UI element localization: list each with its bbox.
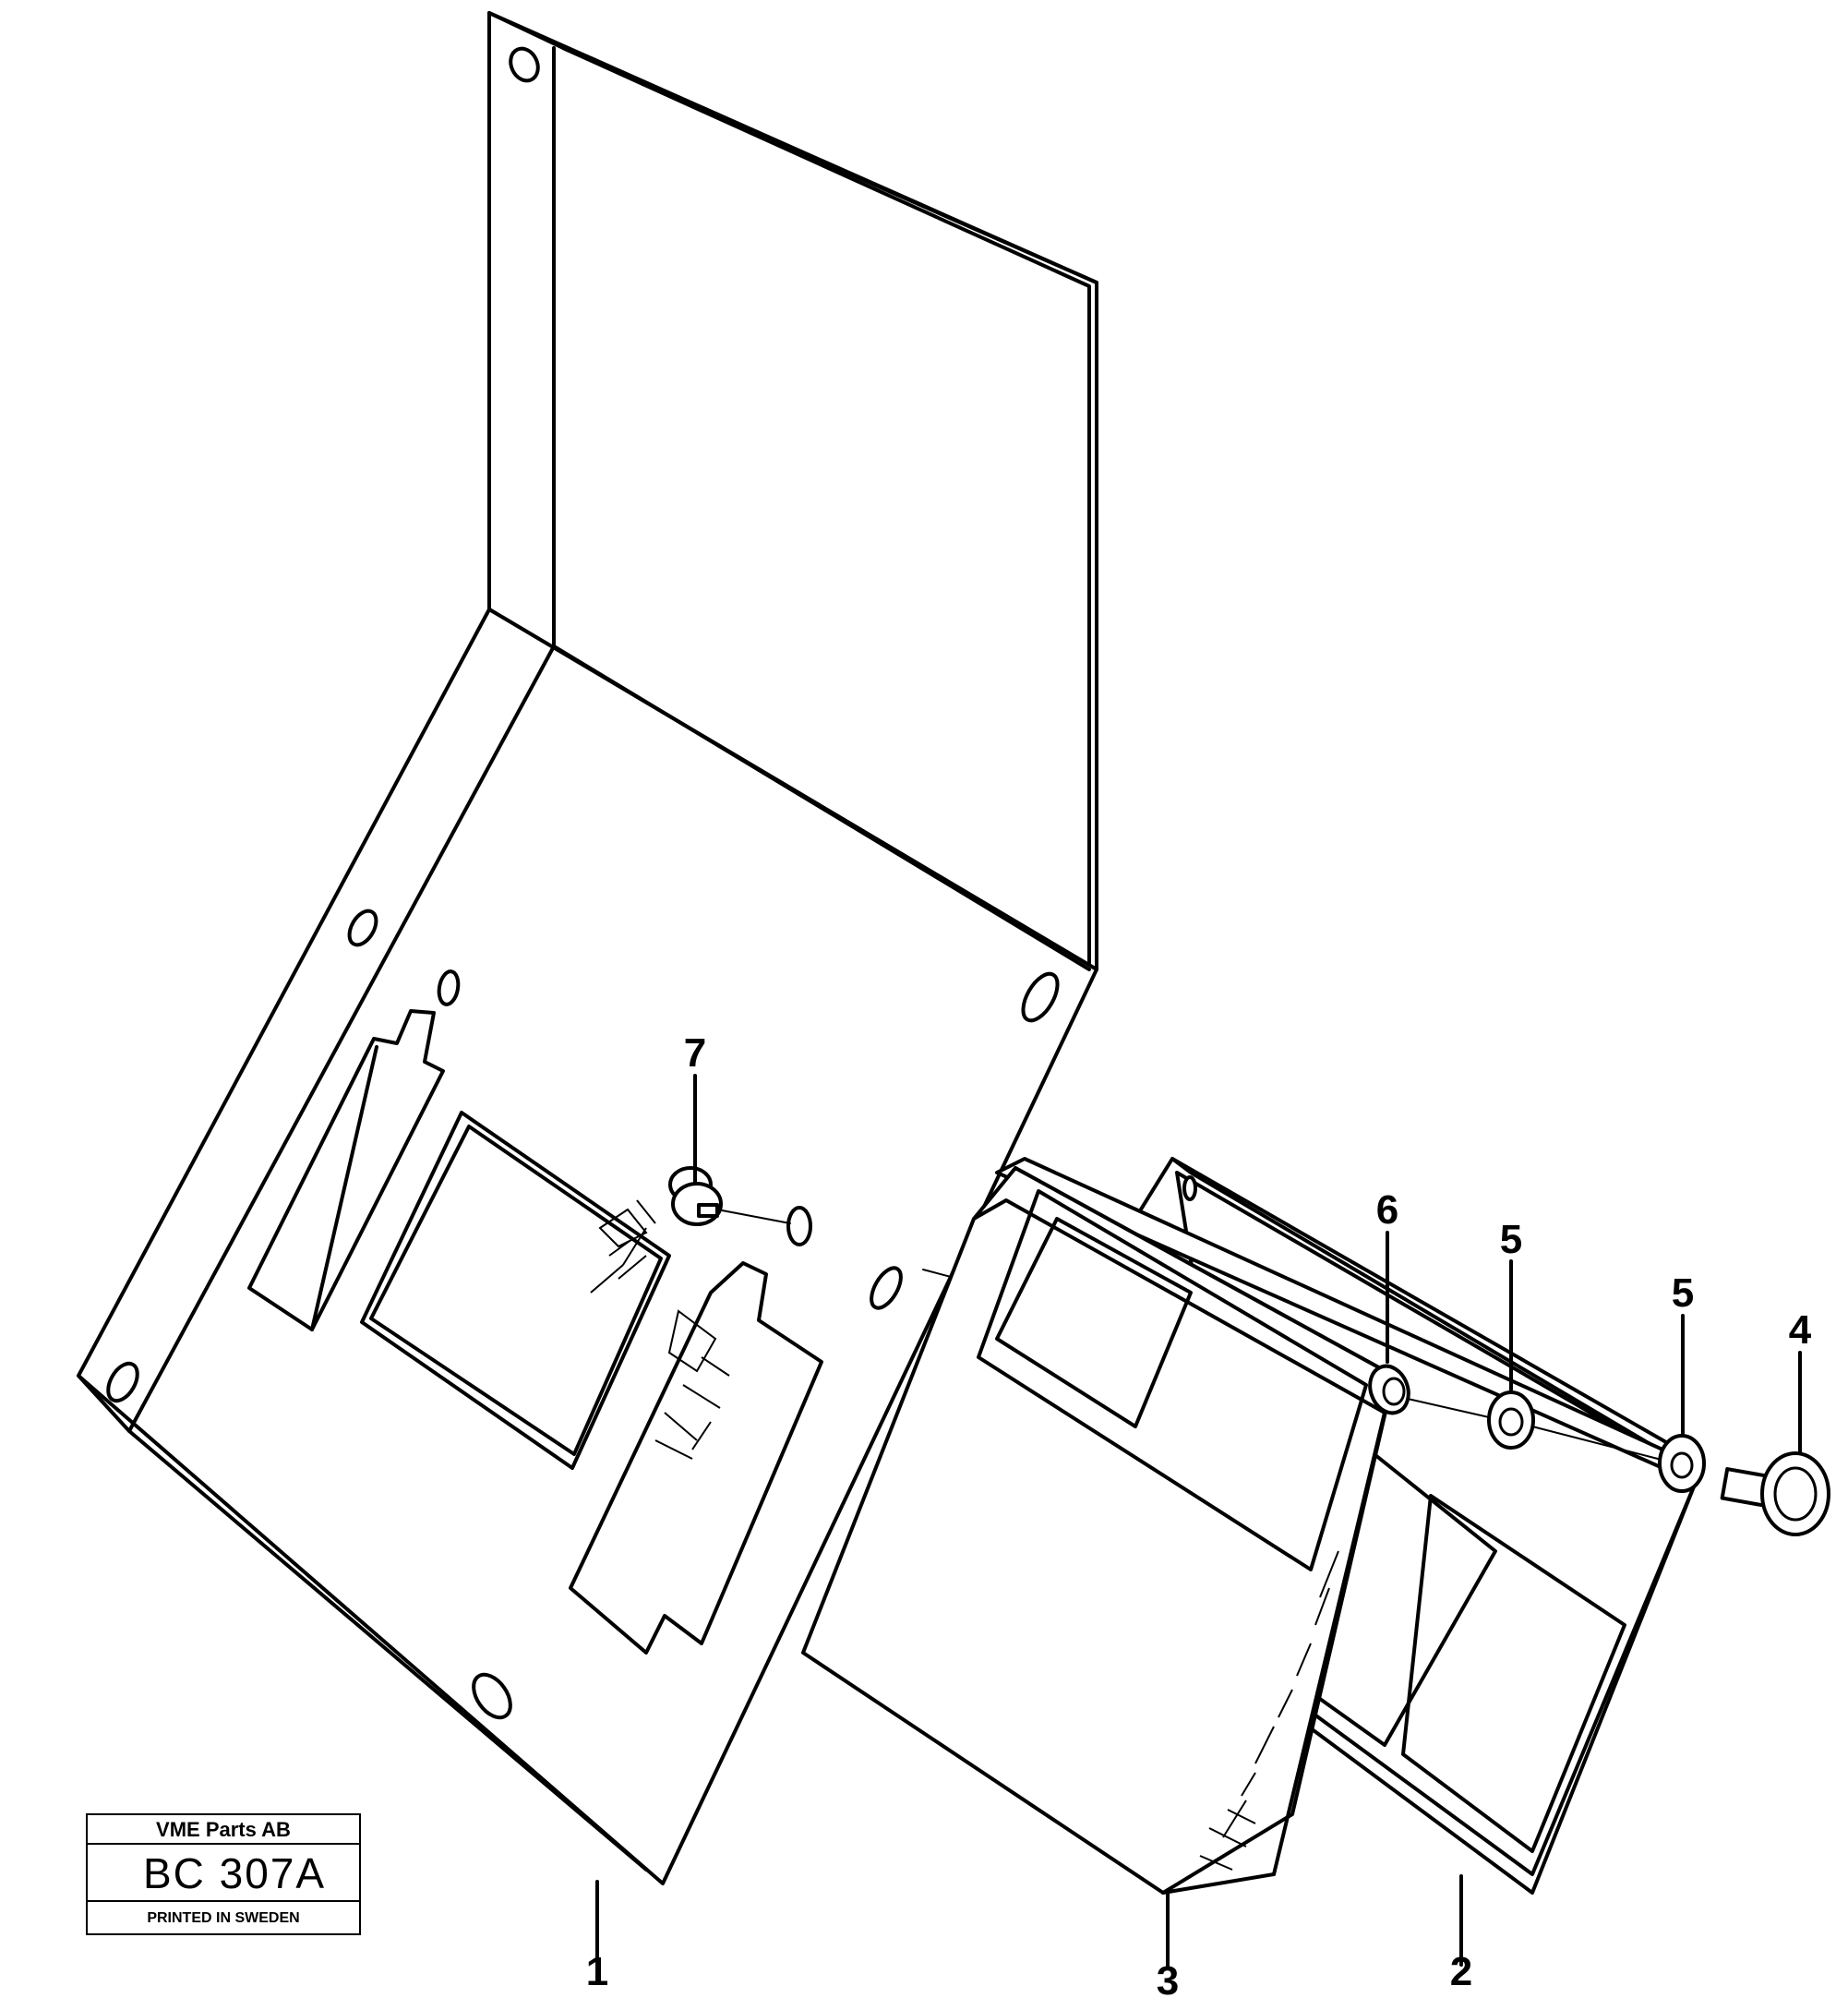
part-4-bolt	[1720, 1451, 1830, 1536]
callout-5b: 5	[1672, 1270, 1694, 1316]
panel-upper-flap	[487, 11, 1098, 971]
callout-leaders	[595, 1074, 1802, 1968]
part-5-washer-a	[1487, 1390, 1535, 1450]
callout-labels: 1 2 3 4 5 5 6 7	[586, 1030, 1812, 2004]
flap-hole-top	[509, 46, 540, 83]
title-block-printed: PRINTED IN SWEDEN	[147, 1910, 300, 1926]
base-hole-5	[870, 1266, 903, 1310]
title-block-company: VME Parts AB	[88, 1815, 359, 1845]
hatched-texture	[590, 1199, 730, 1460]
callout-5a: 5	[1500, 1217, 1522, 1262]
callout-2: 2	[1450, 1949, 1472, 1994]
callout-7: 7	[684, 1030, 706, 1076]
title-block-code: BC 307A	[88, 1845, 359, 1902]
panel-base-plate	[77, 608, 1358, 1885]
base-hole-2	[347, 909, 378, 947]
part-5-washer-b	[1658, 1434, 1706, 1493]
callout-4: 4	[1789, 1307, 1812, 1353]
part-6-retaining-ring	[1368, 1364, 1410, 1415]
part-7-screw	[668, 1166, 812, 1246]
callout-1: 1	[586, 1949, 608, 1994]
base-hole-4	[1021, 971, 1060, 1023]
base-hole-6	[472, 1672, 512, 1720]
cutout-middle	[360, 1111, 671, 1470]
cutout-right	[569, 1261, 823, 1655]
base-hole-1	[106, 1361, 139, 1403]
callout-3: 3	[1157, 1958, 1179, 2004]
frame-hole	[1182, 1175, 1197, 1201]
base-hole-3	[437, 969, 461, 1006]
callout-6: 6	[1376, 1187, 1398, 1233]
title-block: VME Parts AB BC 307A PRINTED IN SWEDEN	[86, 1813, 361, 1935]
part-3-gasket	[801, 1166, 1396, 1895]
